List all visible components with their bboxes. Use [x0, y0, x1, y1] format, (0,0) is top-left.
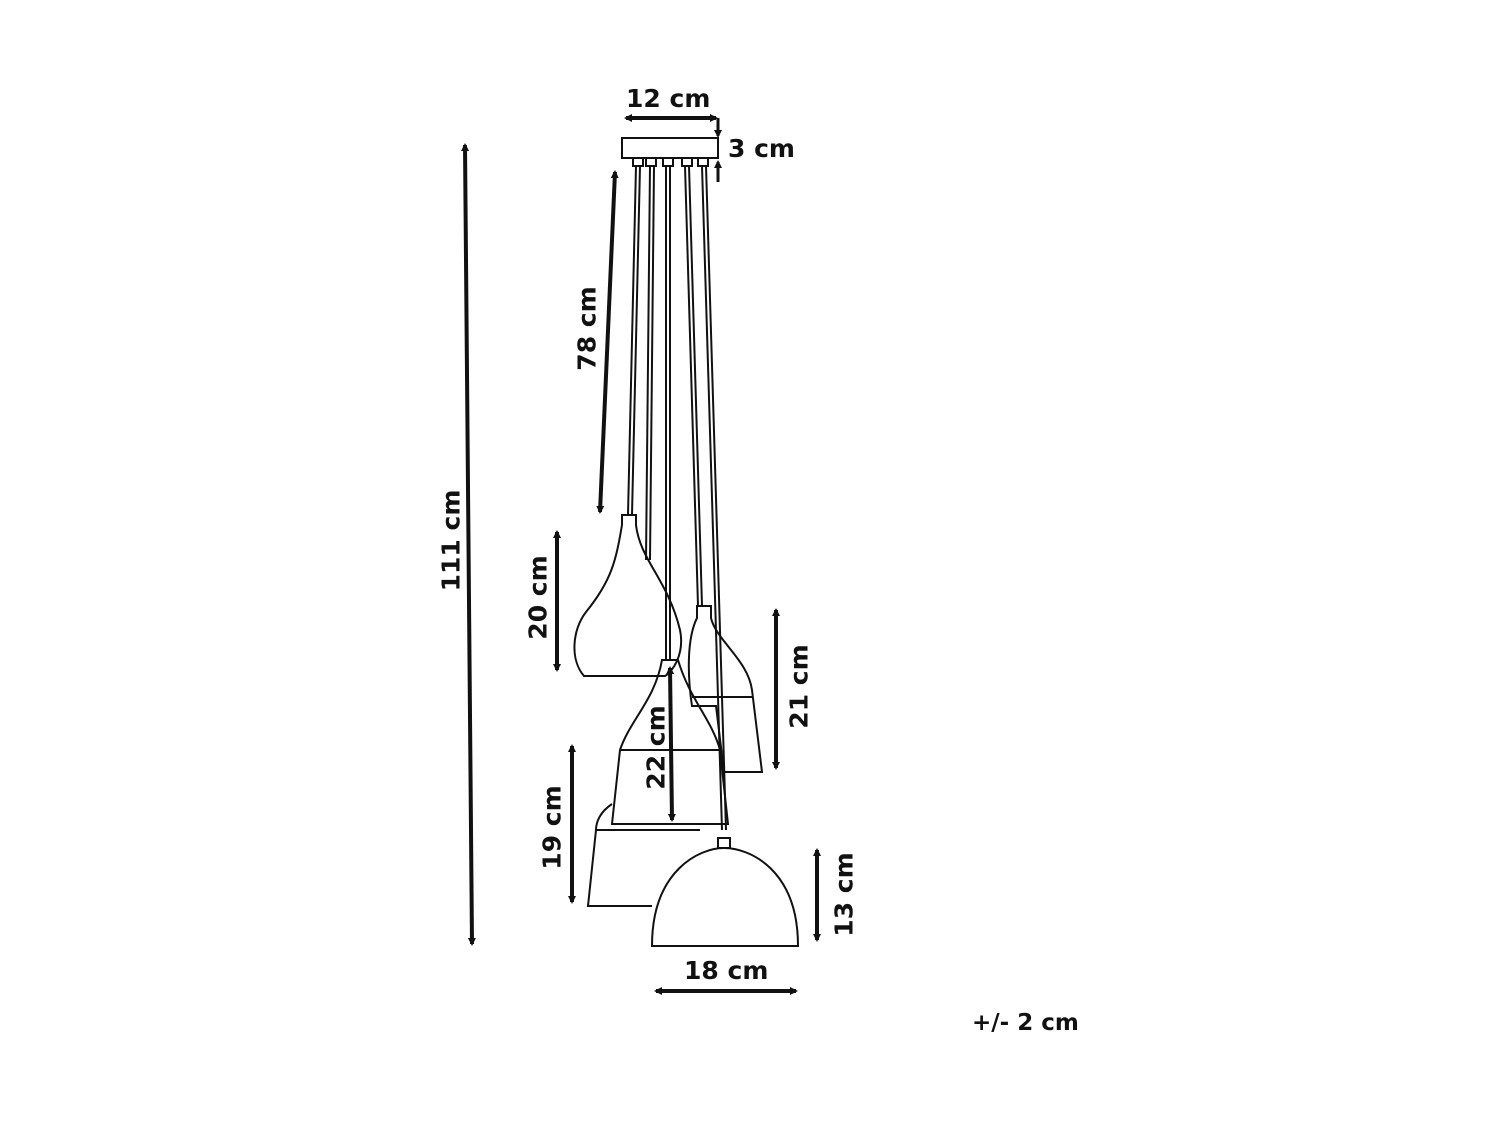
- shade-3: [610, 659, 730, 825]
- canopy-height-label: 3 cm: [728, 134, 795, 163]
- shade2-height-label: 21 cm: [784, 644, 814, 729]
- shade-1: [573, 514, 683, 677]
- shade4-height-label: 19 cm: [537, 785, 567, 870]
- shade5-width-label: 18 cm: [684, 956, 769, 985]
- shade1-height-label: 20 cm: [523, 555, 553, 640]
- shade3-height-label: 22 cm: [641, 705, 671, 790]
- shade-5: [650, 846, 800, 947]
- tolerance-label: +/- 2 cm: [972, 1010, 1079, 1036]
- total-height-label: 111 cm: [436, 489, 466, 592]
- canopy: [621, 137, 719, 159]
- shade5-height-label: 13 cm: [829, 852, 859, 937]
- cable-length-label: 78 cm: [572, 286, 602, 371]
- canopy-width-label: 12 cm: [626, 84, 711, 113]
- shade-2: [687, 605, 764, 773]
